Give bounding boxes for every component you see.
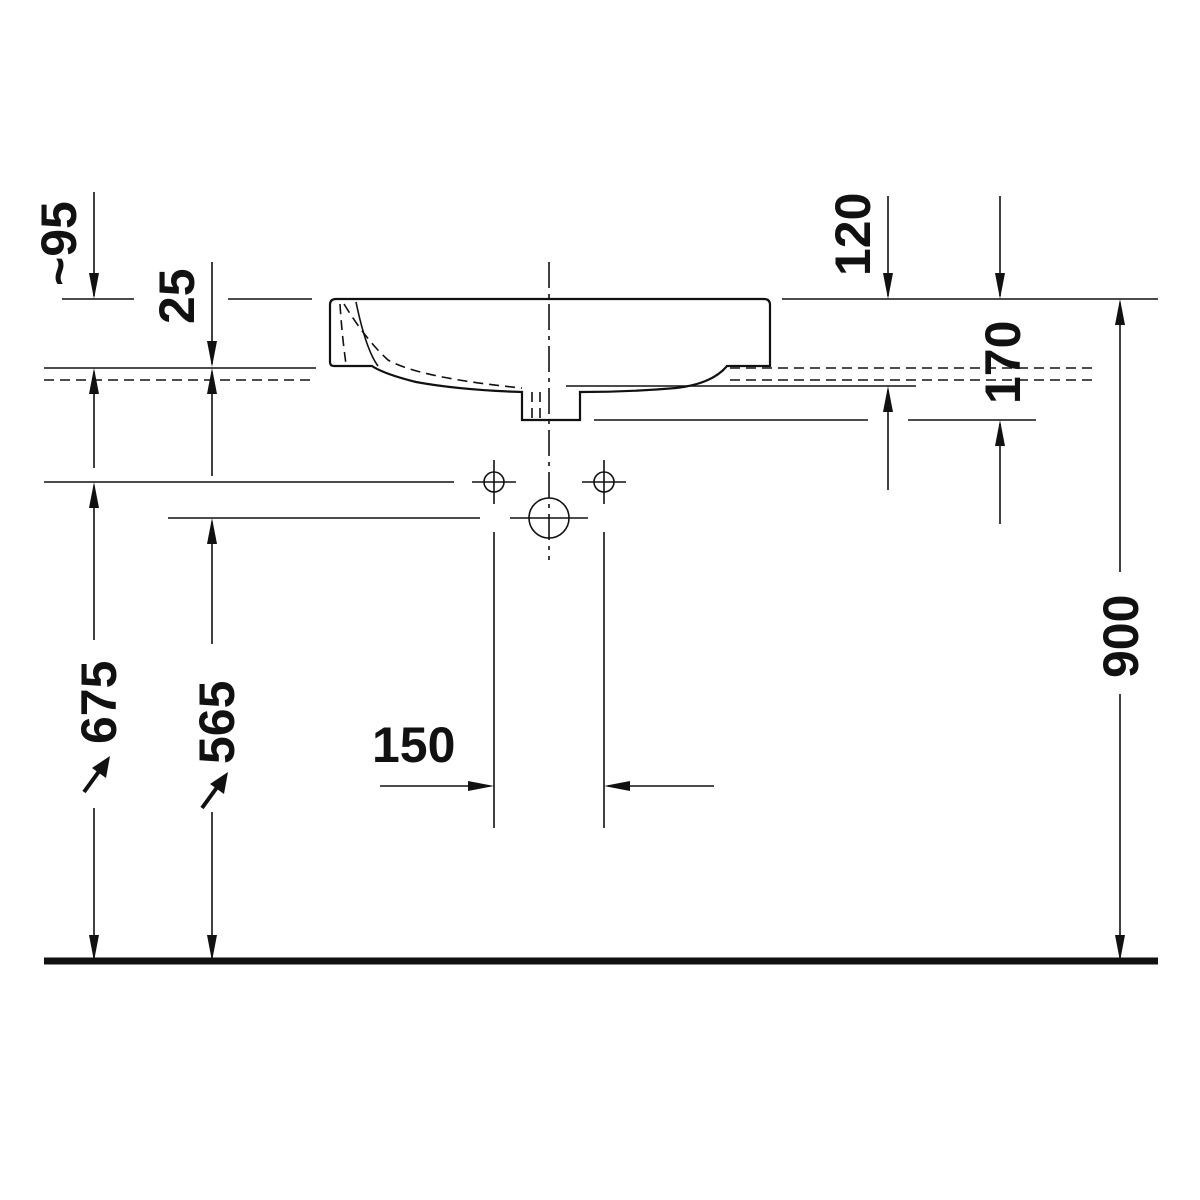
- dimension-label-170: 170: [975, 321, 1031, 404]
- dimension-label-25: 25: [149, 268, 205, 324]
- dimension-label-150: 150: [372, 717, 455, 773]
- approx-arrow-675-icon: [82, 756, 110, 794]
- dimension-label-565: 565: [189, 681, 245, 764]
- reference-lines: [44, 298, 1158, 828]
- approx-arrow-565-icon: [200, 772, 228, 810]
- water-connection-right-icon: [582, 460, 626, 504]
- water-connection-left-icon: [472, 460, 516, 504]
- dimension-label-900: 900: [1093, 595, 1149, 678]
- washbasin-outline: [328, 297, 772, 422]
- dimension-lines: [89, 192, 1125, 961]
- drain-connection-icon: [510, 497, 588, 539]
- dimension-label-120: 120: [825, 193, 881, 276]
- dimension-label-675: 675: [71, 661, 127, 744]
- dimension-label-95: ~95: [31, 201, 87, 286]
